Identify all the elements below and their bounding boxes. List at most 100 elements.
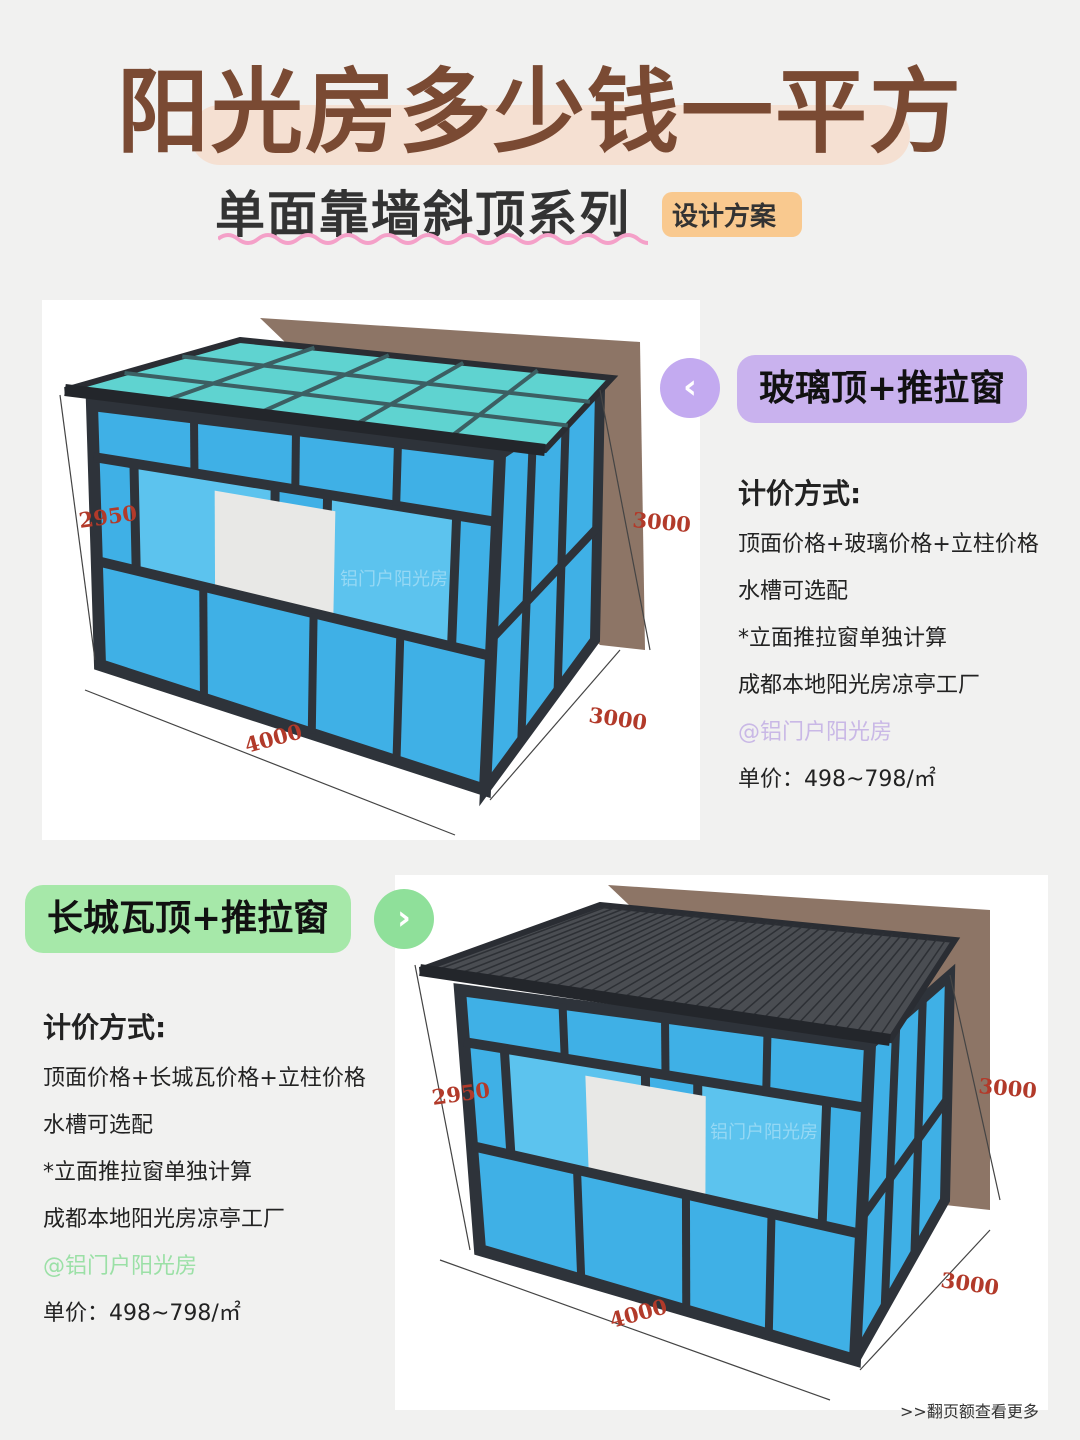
pricing-heading: 计价方式: xyxy=(738,477,862,510)
dimension-label-width: 4000 xyxy=(607,1294,670,1333)
roof-rib xyxy=(607,918,743,999)
pricing-line: 顶面价格+玻璃价格+立柱价格 xyxy=(738,532,1039,557)
roof-rib xyxy=(736,928,841,1018)
roof-rib xyxy=(877,938,947,1039)
gutter xyxy=(419,964,891,1046)
roof-rib xyxy=(619,919,752,1001)
title-highlight xyxy=(190,105,910,165)
dimension-line xyxy=(859,1229,991,1371)
wavy-underline xyxy=(218,233,648,245)
dimension-line xyxy=(59,394,96,661)
side-mullion xyxy=(517,433,537,741)
roof-rib xyxy=(443,906,619,975)
option2-pricing: 计价方式: 顶面价格+长城瓦价格+立柱价格 水槽可选配 *立面推拉窗单独计算 成… xyxy=(43,1004,366,1337)
roof-rib xyxy=(818,934,903,1030)
dimension-line xyxy=(414,964,471,1251)
pricing-heading: 计价方式: xyxy=(43,1011,167,1044)
roof-rib xyxy=(431,905,610,973)
roof-rib xyxy=(548,913,698,990)
roof-bar xyxy=(124,371,569,428)
roof-rib xyxy=(678,923,796,1010)
roof-rib xyxy=(783,931,876,1025)
roof-rib xyxy=(713,926,823,1015)
side-transom xyxy=(858,1096,951,1221)
roof-rib xyxy=(631,920,761,1003)
roof-rib xyxy=(584,916,725,996)
roof-rib xyxy=(725,927,832,1017)
dimension-line xyxy=(84,689,456,836)
roof-rib xyxy=(513,911,672,985)
front-mullion xyxy=(764,1213,776,1335)
pricing-line: 成都本地阳光房凉亭工厂 xyxy=(43,1207,286,1232)
gutter xyxy=(64,384,546,456)
roof-rib xyxy=(760,929,858,1022)
roof-rib xyxy=(537,913,690,989)
front-mullion xyxy=(762,1031,772,1092)
front-transom xyxy=(470,1141,863,1239)
unit-price: 单价：498~798/㎡ xyxy=(43,1301,241,1326)
roof-rib xyxy=(771,930,867,1024)
front-mullion xyxy=(307,613,318,734)
roof-rib xyxy=(642,920,770,1004)
roof-rib xyxy=(830,935,912,1032)
roof-rib xyxy=(466,907,636,978)
dimension-line xyxy=(489,649,621,801)
option2-label: 长城瓦顶+推拉窗 xyxy=(25,885,352,953)
dimension-line xyxy=(599,389,651,651)
front-mullion xyxy=(558,1003,569,1059)
dimension-label-height_right: 3000 xyxy=(632,507,692,537)
pricing-line: 成都本地阳光房凉亭工厂 xyxy=(738,673,981,698)
front-mullion xyxy=(199,586,208,699)
dimension-label-depth: 3000 xyxy=(939,1267,1000,1300)
roof-rib xyxy=(854,936,929,1036)
roof-rib xyxy=(842,936,921,1034)
dimension-line xyxy=(949,974,1001,1201)
option1-label: 玻璃顶+推拉窗 xyxy=(737,355,1028,423)
roof-rib xyxy=(478,908,645,980)
front-mullion xyxy=(661,1017,670,1076)
front-mullion xyxy=(392,442,402,506)
dimension-label-width: 4000 xyxy=(242,719,305,758)
roof-rib xyxy=(454,906,627,976)
dimension-line xyxy=(439,1259,831,1401)
side-mullion xyxy=(553,411,570,692)
roof-bar xyxy=(352,361,465,428)
roof-rib xyxy=(795,932,885,1027)
chevron-left-icon[interactable]: ‹ xyxy=(660,358,720,418)
roof-bar xyxy=(160,345,316,404)
roof-rib xyxy=(748,928,850,1020)
dimension-label-height_right: 3000 xyxy=(978,1073,1038,1103)
roof-rib xyxy=(701,925,814,1013)
roof-rib xyxy=(807,933,894,1029)
next-page-hint: >>翻页额查看更多 xyxy=(900,1402,1039,1421)
roof-rib xyxy=(689,924,805,1011)
roof-rib xyxy=(525,912,681,987)
roof-rib xyxy=(654,921,778,1006)
front-mullion xyxy=(573,1169,586,1280)
interior-floor xyxy=(585,1075,706,1199)
pricing-line: 水槽可选配 xyxy=(43,1113,154,1138)
side-mullion xyxy=(880,1021,901,1308)
account-handle: @铝门户阳光房 xyxy=(43,1254,198,1279)
roof-rib xyxy=(666,922,787,1008)
roof-rib xyxy=(501,910,663,983)
roof-bar xyxy=(447,368,539,440)
front-mullion xyxy=(291,429,300,490)
front-mullion xyxy=(392,634,405,762)
roof-rib xyxy=(572,915,716,994)
option1-pricing: 计价方式: 顶面价格+玻璃价格+立柱价格 水槽可选配 *立面推拉窗单独计算 成都… xyxy=(738,470,1039,803)
side-mullion xyxy=(910,998,927,1255)
pricing-line: *立面推拉窗单独计算 xyxy=(738,626,948,651)
account-handle: @铝门户阳光房 xyxy=(738,720,893,745)
roof-bar xyxy=(256,353,390,416)
page-title: 阳光房多少钱一平方 xyxy=(116,58,963,166)
interior-floor xyxy=(214,490,336,618)
roof-rib xyxy=(560,914,707,992)
front-transom xyxy=(95,556,493,661)
watermark: 铝门户阳光房 xyxy=(710,1122,818,1143)
roof-rib xyxy=(595,917,734,997)
roof-rib xyxy=(865,937,938,1037)
chevron-right-icon[interactable]: › xyxy=(374,889,434,949)
unit-price: 单价：498~798/㎡ xyxy=(738,767,936,792)
